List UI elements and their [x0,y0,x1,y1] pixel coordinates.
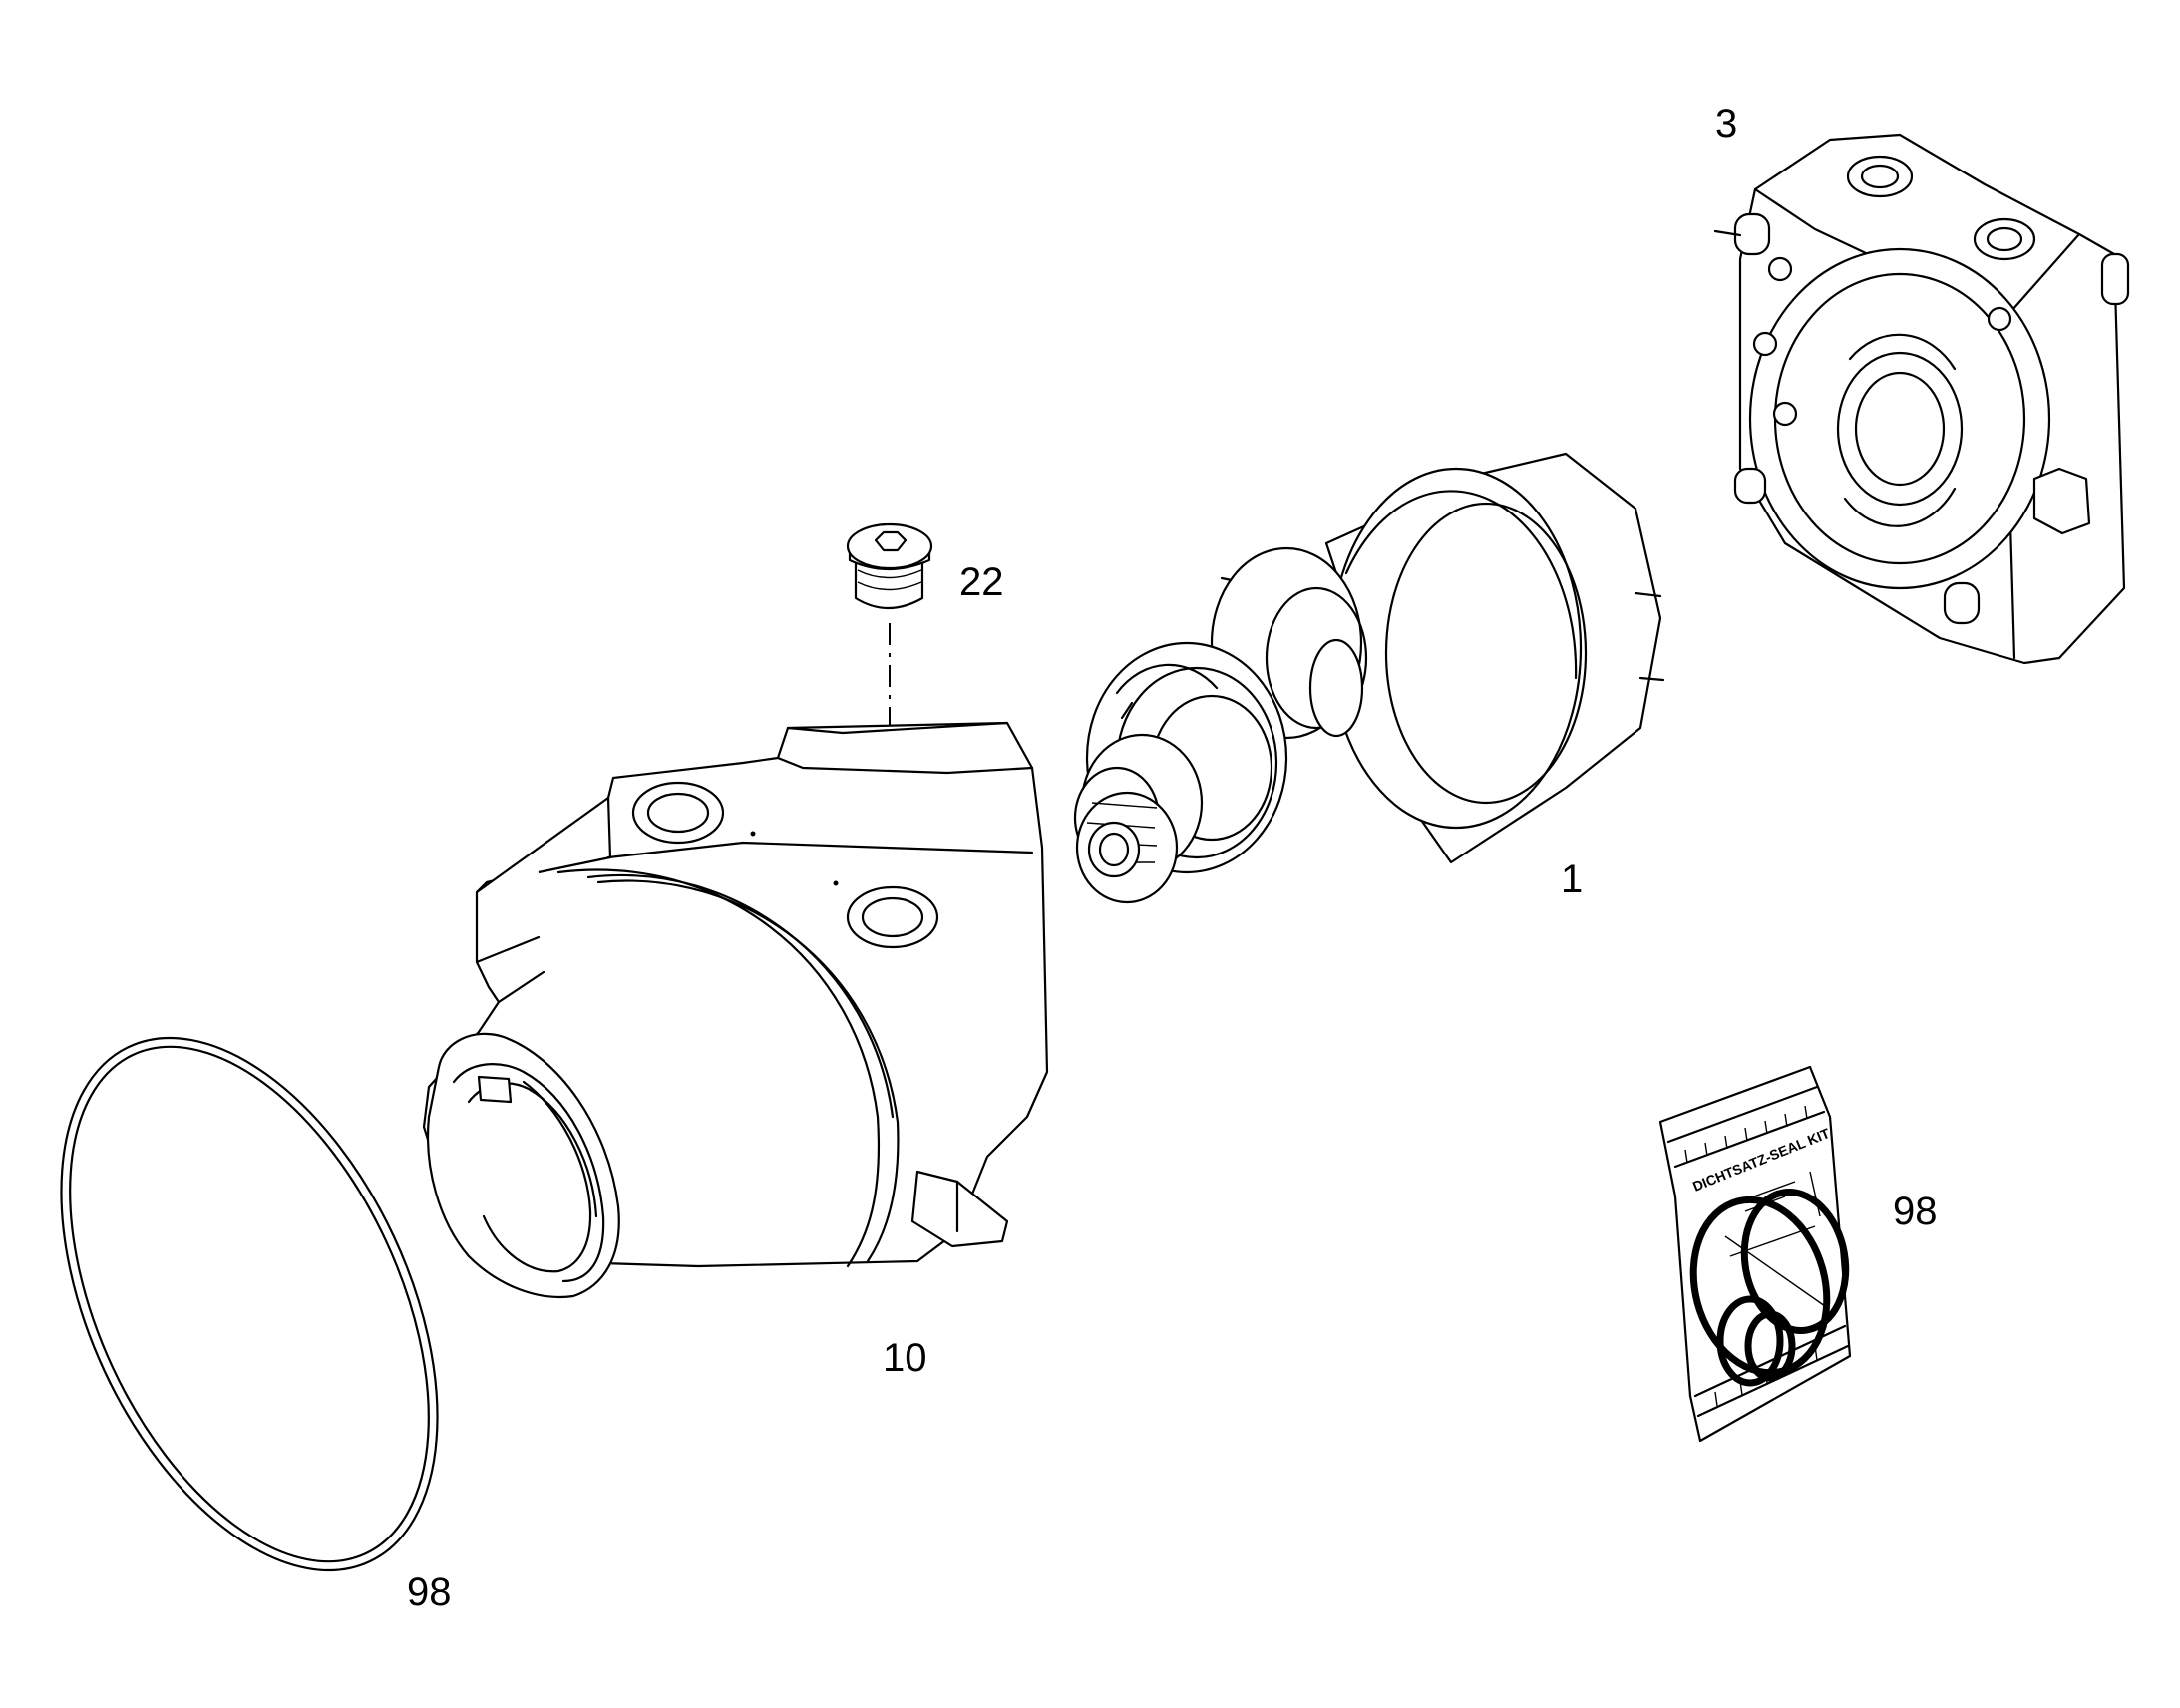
callout-o-ring: 98 [407,1570,452,1614]
plug-part [846,522,933,609]
callout-seal-kit: 98 [1893,1190,1938,1233]
housing-part [422,721,1049,1298]
rotary-group-part [1073,452,1665,904]
port-plate-part [1713,133,2130,665]
o-ring-part [60,1036,439,1572]
callout-port-plate: 3 [1715,102,1737,146]
callout-housing: 10 [883,1336,927,1380]
callout-plug: 22 [959,560,1004,604]
callout-rotary-group: 1 [1561,857,1583,901]
seal-kit-part: DICHTSATZ-SEAL KIT [1658,1065,1852,1443]
